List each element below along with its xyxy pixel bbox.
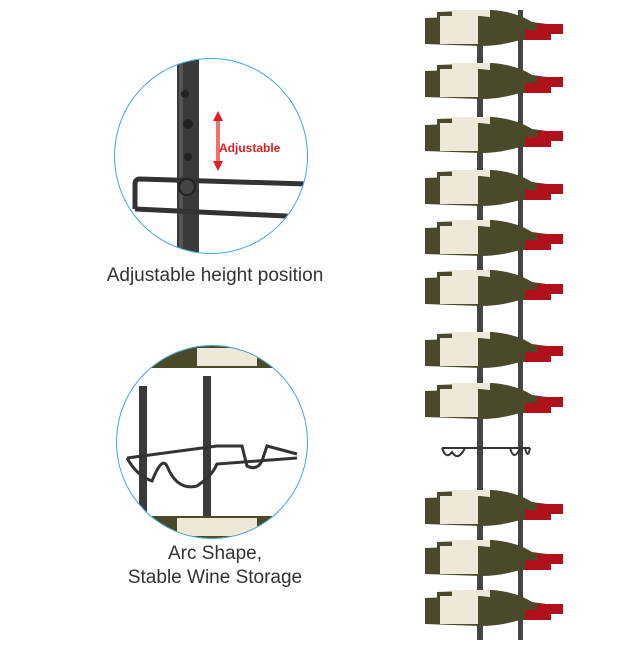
arc-holder-illustration	[125, 346, 298, 538]
caption-line-2: Stable Wine Storage	[127, 567, 303, 588]
detail-circle-arc-shape	[116, 345, 308, 539]
wine-rack-product	[410, 0, 580, 640]
adjustable-callout: Adjustable	[219, 141, 281, 155]
caption-arc-shape: Arc Shape, Stable Wine Storage	[90, 542, 340, 590]
adjustable-bracket-illustration	[132, 59, 307, 253]
detail-circle-adjustable	[114, 58, 308, 254]
wine-rack-illustration	[425, 10, 563, 640]
caption-line-1: Arc Shape,	[168, 543, 262, 564]
caption-adjustable-height: Adjustable height position	[106, 265, 324, 286]
